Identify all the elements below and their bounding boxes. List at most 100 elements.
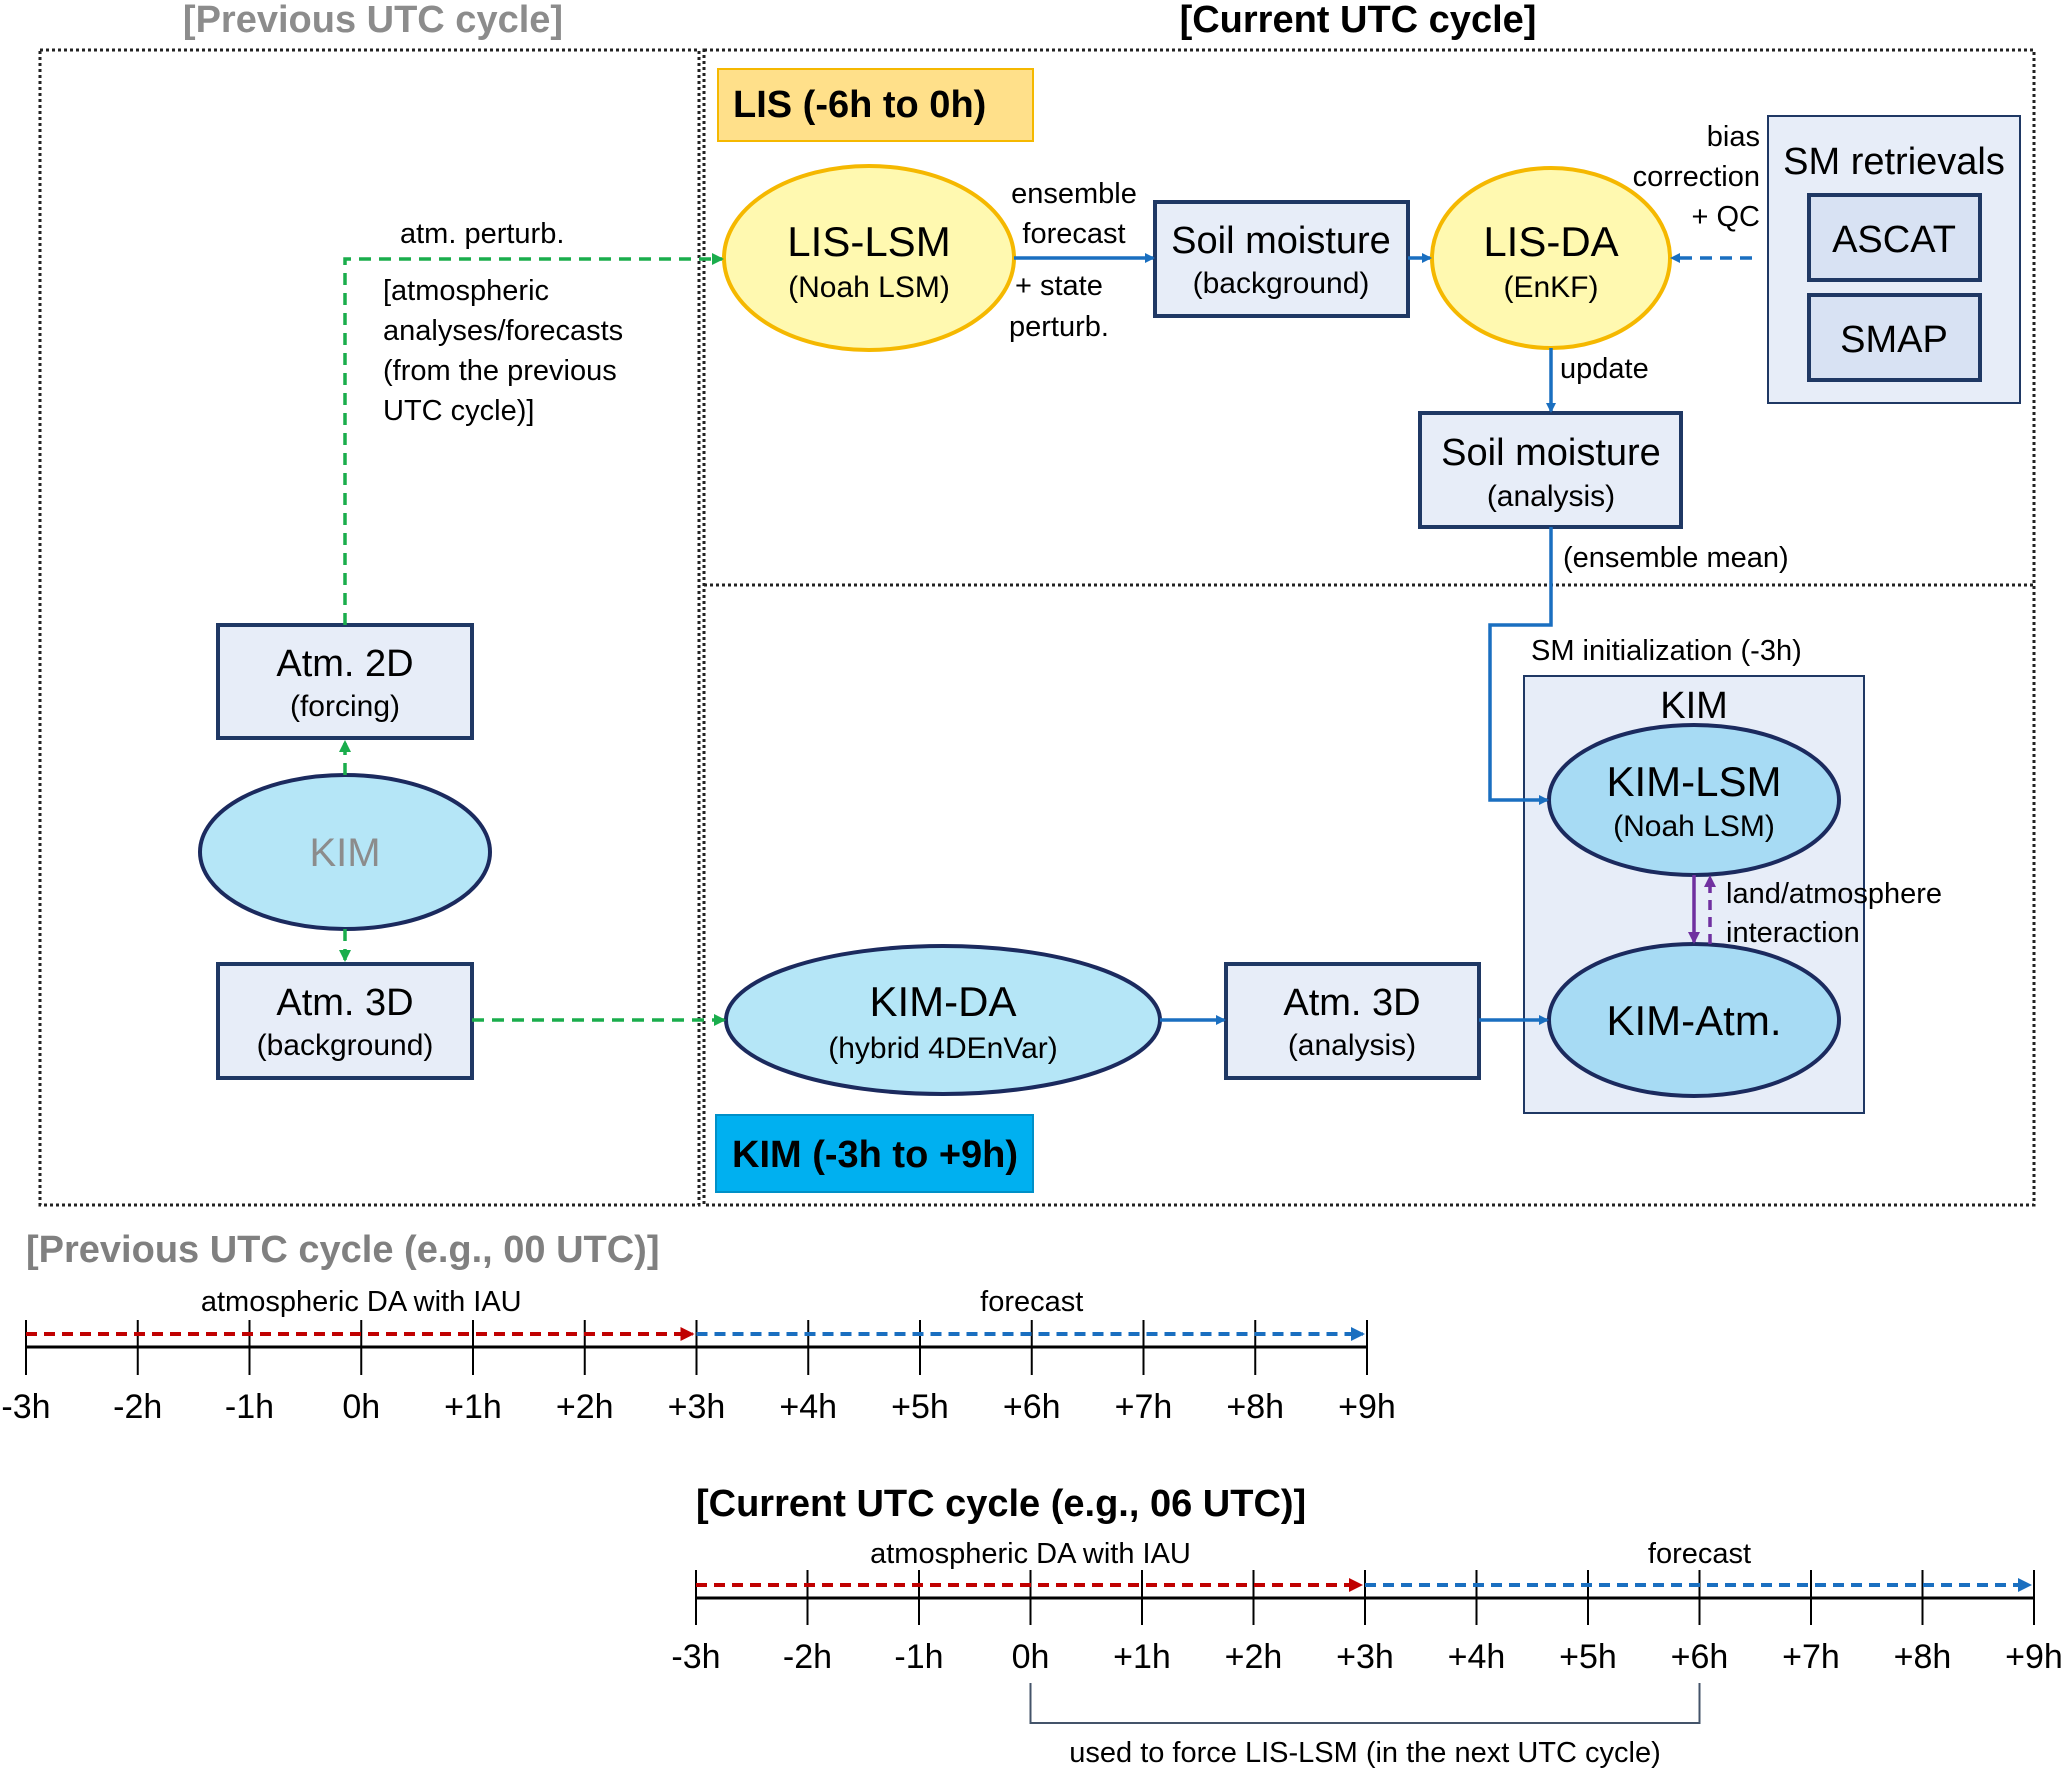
timeline-tick-label: +1h (444, 1388, 502, 1426)
label-bias: bias (1707, 121, 1760, 153)
timeline-tick-label: +4h (1448, 1638, 1506, 1676)
timeline-tick-label: +8h (1226, 1388, 1284, 1426)
kim-da-title: KIM-DA (870, 978, 1017, 1025)
label-land-atm-1: land/atmosphere (1726, 878, 1942, 910)
current-cycle-frame (702, 48, 2036, 1207)
atm-2d-subtitle: (forcing) (290, 690, 400, 723)
label-ensemble-mean: (ensemble mean) (1563, 542, 1789, 574)
timeline-tick-label: +7h (1782, 1638, 1840, 1676)
ascat-box (1807, 193, 1982, 282)
soil-moisture-bg-subtitle: (background) (1193, 267, 1370, 300)
timeline-tick-label: +2h (556, 1388, 614, 1426)
atm-3d-an-subtitle: (analysis) (1288, 1029, 1416, 1062)
kim-lsm-subtitle: (Noah LSM) (1613, 810, 1775, 843)
sm-retrievals-group: SM retrievals ASCAT SMAP (1767, 115, 2021, 404)
timeline-tick-label: +7h (1115, 1388, 1173, 1426)
kim-atm-title: KIM-Atm. (1607, 997, 1782, 1044)
soil-moisture-an-title: Soil moisture (1441, 432, 1661, 474)
soil-moisture-analysis-node: Soil moisture (analysis) (1418, 411, 1683, 529)
smap-label: SMAP (1840, 319, 1948, 361)
timeline-tick-label: -1h (894, 1638, 943, 1676)
lis-da-subtitle: (EnKF) (1503, 271, 1598, 304)
atm-3d-background-node: Atm. 3D (background) (216, 962, 474, 1080)
lis-lsm-node: LIS-LSM (Noah LSM) (722, 164, 1016, 352)
label-atm-perturb: atm. perturb. (400, 218, 564, 250)
label-state: + state (1015, 270, 1103, 302)
timeline-tick-label: +8h (1894, 1638, 1952, 1676)
label-sm-init: SM initialization (-3h) (1531, 635, 1802, 667)
previous-cycle-frame (38, 48, 701, 1207)
lis-section-label: LIS (-6h to 0h) (733, 84, 986, 126)
lis-da-title: LIS-DA (1483, 218, 1618, 265)
timeline-da-label: atmospheric DA with IAU (870, 1538, 1191, 1570)
timeline-tick-label: -3h (1, 1388, 50, 1426)
atm-3d-analysis-node: Atm. 3D (analysis) (1224, 962, 1481, 1080)
timeline-tick-label: -2h (113, 1388, 162, 1426)
timeline-current-cycle: [Current UTC cycle (e.g., 06 UTC)] atmosp… (671, 1483, 2062, 1769)
edge-sm-an-to-kim-lsm (1488, 527, 1553, 805)
atm-3d-an-title: Atm. 3D (1283, 982, 1420, 1024)
timeline-previous-cycle: [Previous UTC cycle (e.g., 00 UTC)] atmos… (1, 1229, 1395, 1426)
soil-moisture-bg-title: Soil moisture (1171, 220, 1391, 262)
timeline-tick-label: +3h (1336, 1638, 1394, 1676)
label-atmos-source-line: analyses/forecasts (383, 315, 623, 347)
timeline-tick-label: -2h (783, 1638, 832, 1676)
timeline-tick-label: 0h (342, 1388, 380, 1426)
soil-moisture-an-subtitle: (analysis) (1487, 480, 1615, 513)
timeline-forecast-label: forecast (980, 1286, 1083, 1318)
label-update: update (1560, 353, 1649, 385)
sm-retrievals-title: SM retrievals (1783, 141, 2005, 183)
timeline-tick-label: +5h (891, 1388, 949, 1426)
kim-da-node: KIM-DA (hybrid 4DEnVar) (724, 944, 1162, 1096)
kim-previous-node: KIM (198, 773, 492, 931)
timeline-tick-label: -1h (225, 1388, 274, 1426)
label-perturb: perturb. (1009, 311, 1109, 343)
atm-2d-title: Atm. 2D (276, 643, 413, 685)
ascat-label: ASCAT (1832, 219, 1956, 261)
timeline-title: [Previous UTC cycle (e.g., 00 UTC)] (26, 1229, 660, 1271)
label-atmos-source-line: [atmospheric (383, 275, 549, 307)
previous-cycle-title: [Previous UTC cycle] (183, 0, 563, 41)
current-cycle-title: [Current UTC cycle] (1180, 0, 1537, 41)
timeline-tick-label: +6h (1003, 1388, 1061, 1426)
label-atmos-source: [atmospheric analyses/forecasts (from th… (383, 275, 623, 427)
kim-group: KIM KIM-LSM (Noah LSM) KIM-Atm. (1523, 675, 1865, 1114)
label-land-atm-2: interaction (1726, 917, 1860, 949)
soil-moisture-background-node: Soil moisture (background) (1153, 200, 1410, 318)
timeline-title: [Current UTC cycle (e.g., 06 UTC)] (696, 1483, 1306, 1525)
kim-section-label: KIM (-3h to +9h) (732, 1134, 1018, 1176)
timeline-tick-label: +1h (1113, 1638, 1171, 1676)
kim-da-subtitle: (hybrid 4DEnVar) (828, 1032, 1058, 1065)
label-correction: correction (1633, 161, 1760, 193)
timeline-forecast-label: forecast (1648, 1538, 1751, 1570)
kim-lsm-title: KIM-LSM (1606, 758, 1781, 805)
edge-atm2d-to-lis-lsm (343, 253, 724, 625)
atm-3d-bg-subtitle: (background) (257, 1029, 434, 1062)
timeline-tick-label: +6h (1671, 1638, 1729, 1676)
kim-atm-ellipse (1547, 942, 1841, 1098)
forcing-window-bracket (1029, 1683, 1701, 1724)
kim-section-label-box (715, 1114, 1034, 1193)
timeline-tick-label: 0h (1012, 1638, 1050, 1676)
label-qc: + QC (1692, 201, 1761, 233)
timeline-tick-label: +5h (1559, 1638, 1617, 1676)
atm-2d-forcing-node: Atm. 2D (forcing) (216, 623, 474, 740)
timeline-tick-label: +4h (779, 1388, 837, 1426)
timeline-da-label: atmospheric DA with IAU (201, 1286, 522, 1318)
lis-lsm-subtitle: (Noah LSM) (788, 271, 950, 304)
timeline-tick-label: +2h (1225, 1638, 1283, 1676)
lis-section-label-box (717, 68, 1034, 142)
timeline-tick-label: +9h (2005, 1638, 2063, 1676)
atm-3d-bg-title: Atm. 3D (276, 982, 413, 1024)
kim-group-title: KIM (1660, 685, 1728, 727)
timeline-tick-label: -3h (671, 1638, 720, 1676)
lis-da-node: LIS-DA (EnKF) (1430, 166, 1672, 350)
label-ensemble: ensemble (1011, 178, 1137, 210)
timeline-tick-label: +9h (1338, 1388, 1396, 1426)
label-atmos-source-line: UTC cycle)] (383, 395, 534, 427)
kim-previous-title: KIM (309, 831, 380, 875)
smap-box (1807, 293, 1982, 382)
forcing-window-label: used to force LIS-LSM (in the next UTC c… (1069, 1737, 1661, 1769)
timeline-tick-label: +3h (668, 1388, 726, 1426)
